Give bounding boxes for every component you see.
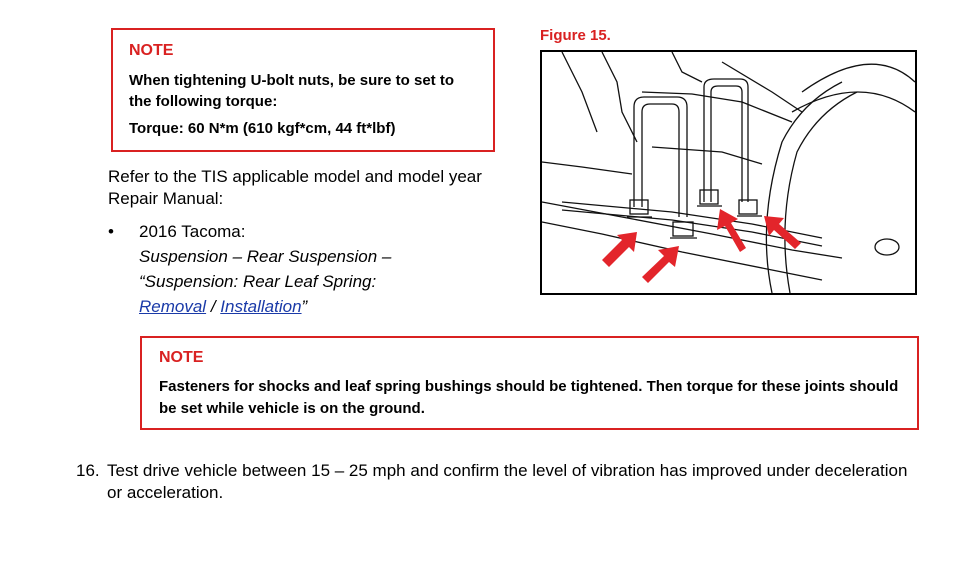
figure-ubolt-illustration <box>540 50 917 295</box>
note-title: NOTE <box>129 42 174 59</box>
arrow-icon-1 <box>602 232 637 267</box>
arrow-icon-2 <box>642 246 679 283</box>
closing-quote: ” <box>301 297 308 316</box>
bullet-icon: • <box>108 222 114 241</box>
note-title: NOTE <box>159 349 204 366</box>
link-separator: / <box>206 297 221 316</box>
figure-label: Figure 15. <box>540 27 611 44</box>
refer-text: Refer to the TIS applicable model and mo… <box>108 167 482 208</box>
step-number: 16. <box>76 461 100 480</box>
arrow-icons <box>602 209 801 283</box>
ubolt-drawing <box>542 52 915 293</box>
manual-reference-item: 2016 Tacoma: Suspension – Rear Suspensio… <box>139 219 479 319</box>
note-box-torque: NOTE When tightening U-bolt nuts, be sur… <box>111 28 495 152</box>
manual-links: Removal / Installation” <box>139 294 479 319</box>
installation-link[interactable]: Installation <box>220 297 302 316</box>
note-text: When tightening U-bolt nuts, be sure to … <box>129 72 454 110</box>
manual-path-line2: “Suspension: Rear Leaf Spring: <box>139 272 377 291</box>
manual-path-line1: Suspension – Rear Suspension – <box>139 247 392 266</box>
torque-spec: Torque: 60 N*m (610 kgf*cm, 44 ft*lbf) <box>129 120 396 137</box>
arrow-icon-3 <box>717 209 746 252</box>
step-text: Test drive vehicle between 15 – 25 mph a… <box>107 461 908 502</box>
model-label: 2016 Tacoma: <box>139 222 246 241</box>
removal-link[interactable]: Removal <box>139 297 207 316</box>
arrow-icon-4 <box>764 216 801 249</box>
note-text: Fasteners for shocks and leaf spring bus… <box>159 378 899 417</box>
note-box-fasteners: NOTE Fasteners for shocks and leaf sprin… <box>140 336 919 430</box>
